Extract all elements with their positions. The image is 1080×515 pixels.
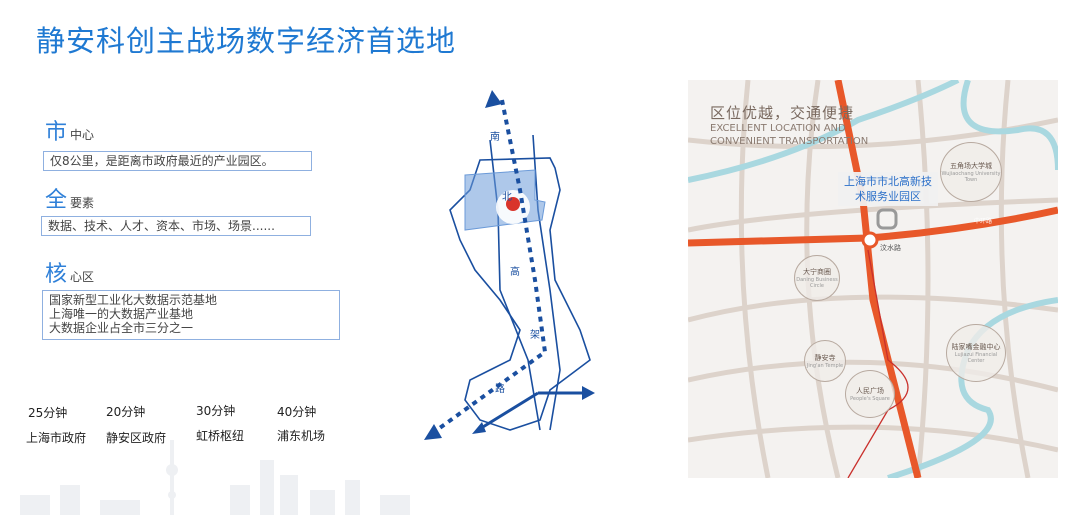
travel-place: 上海市政府 — [26, 431, 87, 445]
box-line: 数据、技术、人才、资本、市场、场景...... — [48, 219, 275, 233]
travel-place: 静安区政府 — [106, 431, 167, 445]
section-box-core: 国家新型工业化大数据示范基地上海唯一的大数据产业基地大数据企业占全市三分之一 — [42, 290, 340, 340]
poi-name: 人民广场 — [856, 387, 884, 395]
park-label-line: 术服务业园区 — [855, 190, 921, 203]
travel-time: 40分钟 — [277, 405, 317, 419]
poi-name-en: People's Square — [850, 396, 890, 402]
map-subtitle-line: EXCELLENT LOCATION AND — [710, 123, 846, 134]
travel-place: 浦东机场 — [277, 429, 326, 443]
box-line: 仅8公里，是距离市政府最近的产业园区。 — [50, 154, 274, 168]
road-char: 高 — [510, 265, 520, 278]
map-title: 区位优越，交通便捷 — [710, 104, 855, 122]
section-box-city: 仅8公里，是距离市政府最近的产业园区。 — [43, 151, 312, 171]
page-title: 静安科创主战场数字经济首选地 — [36, 24, 457, 58]
station-label: 汶水路 — [880, 244, 901, 252]
skyline-illustration — [20, 440, 410, 515]
map-subtitle: EXCELLENT LOCATION AND CONVENIENT TRANSPO… — [710, 122, 868, 148]
heading-small-text: 要素 — [70, 196, 95, 210]
district-diagram: 南 北 高 架 路 — [424, 90, 595, 440]
box-line: 大数据企业占全市三分之一 — [49, 321, 194, 335]
poi-name: 五角场大学城 — [950, 162, 992, 170]
poi-name-en: Daning Business Circle — [796, 277, 838, 289]
travel-time: 20分钟 — [106, 405, 146, 419]
travel-place: 虹桥枢纽 — [196, 429, 245, 443]
poi-name: 静安寺 — [814, 354, 836, 362]
section-heading-all: 全要素 — [45, 182, 94, 214]
road-char: 南 — [490, 130, 500, 143]
heading-big-char: 核 — [45, 262, 68, 287]
box-line: 上海唯一的大数据产业基地 — [49, 307, 194, 321]
park-label: 上海市市北高新技术服务业园区 — [838, 172, 938, 206]
travel-time: 30分钟 — [196, 404, 236, 418]
road-char: 路 — [495, 382, 505, 395]
metro-station-icon — [861, 231, 879, 249]
park-building-icon — [876, 208, 898, 230]
travel-time: 25分钟 — [28, 406, 68, 420]
heading-small-text: 心区 — [70, 270, 95, 284]
section-box-all: 数据、技术、人才、资本、市场、场景...... — [41, 216, 311, 236]
section-heading-city: 市中心 — [45, 114, 94, 146]
road-label: 中环路 — [974, 218, 993, 225]
heading-big-char: 市 — [45, 120, 68, 145]
map-subtitle-line: CONVENIENT TRANSPORTATION — [710, 136, 869, 147]
heading-big-char: 全 — [45, 188, 68, 213]
box-line: 国家新型工业化大数据示范基地 — [49, 293, 218, 307]
road-char: 架 — [530, 329, 540, 341]
heading-small-text: 中心 — [70, 128, 95, 142]
park-label-line: 上海市市北高新技 — [844, 175, 932, 188]
poi-name: 大宁商圈 — [803, 268, 831, 276]
poi-name: 陆家嘴金融中心 — [951, 343, 1001, 351]
location-map: 区位优越，交通便捷 EXCELLENT LOCATION AND CONVENIE… — [688, 80, 1058, 478]
road-char: 北 — [502, 191, 512, 203]
poi-name-en: Lujiazui Financial Center — [954, 352, 998, 364]
poi-name-en: Wujiaochang University Town — [941, 171, 1001, 183]
poi-name-en: Jing'an Temple — [806, 363, 844, 369]
section-heading-core: 核心区 — [45, 256, 94, 288]
